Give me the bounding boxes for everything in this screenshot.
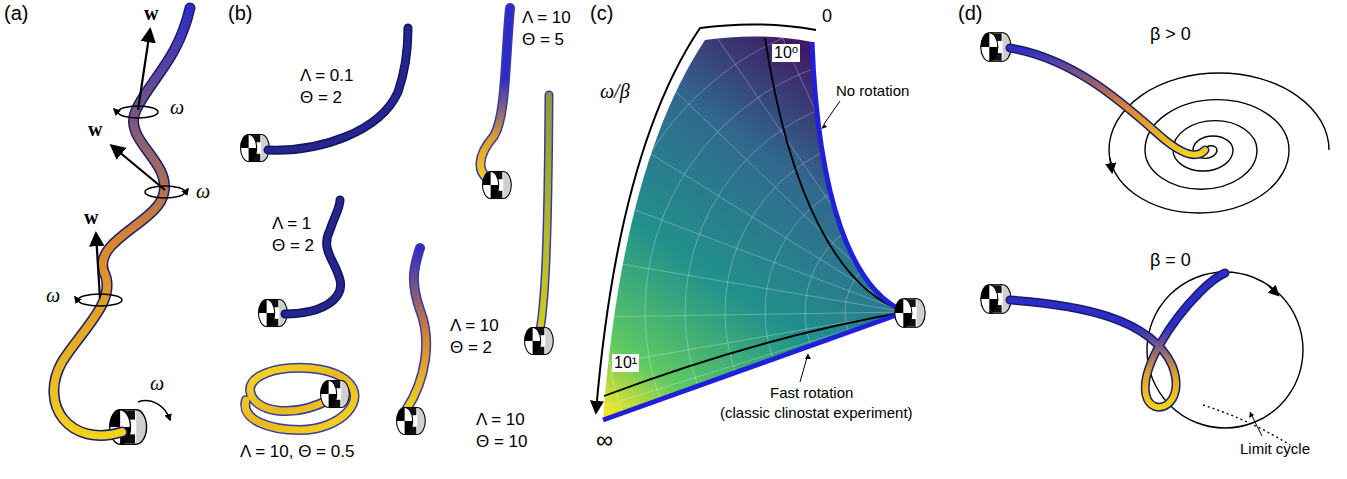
rate-label: ω bbox=[170, 96, 184, 119]
parameter-label: Θ = 2 bbox=[450, 338, 492, 358]
parameter-label: Θ = 5 bbox=[522, 30, 564, 50]
vector-label: w bbox=[144, 2, 158, 25]
parameter-label: Θ = 10 bbox=[476, 432, 528, 452]
annotation: (classic clinostat experiment) bbox=[720, 404, 913, 421]
parameter-label: Θ = 2 bbox=[272, 236, 314, 256]
tick-label: ∞ bbox=[596, 426, 613, 454]
rate-label: ω bbox=[46, 284, 60, 307]
tick-label: 10⁰ bbox=[772, 44, 800, 62]
parameter-label: Λ = 10 bbox=[522, 8, 571, 28]
vector-label: w bbox=[84, 206, 98, 229]
annotation: Fast rotation bbox=[770, 384, 853, 401]
parameter-label: Λ = 1 bbox=[272, 214, 311, 234]
panel-label: (b) bbox=[228, 2, 252, 25]
panel-label: (c) bbox=[590, 2, 613, 25]
panel-label: (d) bbox=[958, 2, 982, 25]
parameter-label: Θ = 2 bbox=[300, 88, 342, 108]
vector-label: w bbox=[88, 118, 102, 141]
rate-label: ω bbox=[150, 372, 164, 395]
rate-label: ω bbox=[196, 180, 210, 203]
parameter-label: Λ = 10 bbox=[476, 410, 525, 430]
parameter-label: Λ = 0.1 bbox=[300, 66, 353, 86]
axis-label: ω/β bbox=[600, 80, 630, 103]
tick-label: 10¹ bbox=[612, 354, 639, 372]
condition-label: β = 0 bbox=[1150, 250, 1191, 271]
annotation: Limit cycle bbox=[1240, 440, 1310, 457]
annotation: No rotation bbox=[836, 82, 909, 99]
parameter-label: Λ = 10, Θ = 0.5 bbox=[240, 442, 354, 462]
parameter-label: Λ = 10 bbox=[450, 316, 499, 336]
condition-label: β > 0 bbox=[1150, 24, 1191, 45]
tick-label: 0 bbox=[822, 6, 832, 27]
panel-label: (a) bbox=[4, 2, 28, 25]
